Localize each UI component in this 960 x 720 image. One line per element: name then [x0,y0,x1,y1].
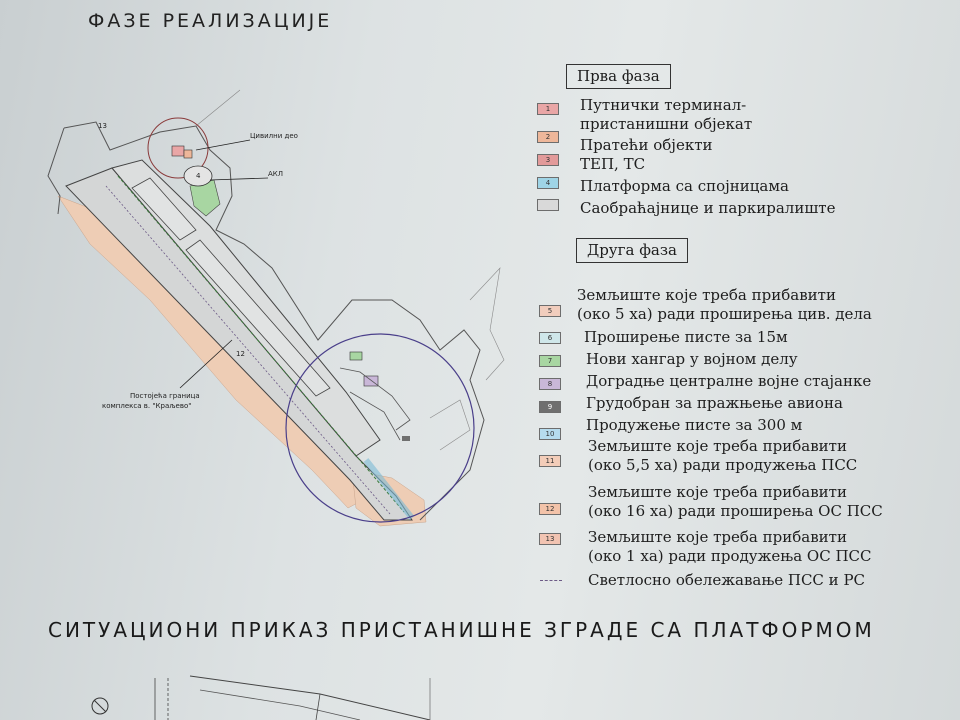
bottom-road [189,675,431,720]
east-road [469,267,505,381]
swatch-1: 1 [537,103,559,115]
legend-item-1: Путнички терминал- пристанишни објекат [580,96,753,133]
military-part-circle [285,333,475,523]
access-road [195,89,241,127]
label-boundary-2: комплекса в. "Краљево" [102,402,192,410]
bottom-plan-partial [91,675,431,720]
military-taxiway-2 [349,391,401,441]
hangar-7 [349,351,363,361]
section-title: СИТУАЦИОНИ ПРИКАЗ ПРИСТАНИШНЕ ЗГРАДЕ СА … [48,618,875,642]
label-12: 12 [236,350,245,358]
runway-strip [65,167,413,521]
road-se [429,399,471,451]
legend-item-11: Земљиште које треба прибавити (око 5,5 х… [588,437,858,474]
leader-akl [209,177,269,181]
legend-item-9: Грудобран за пражњење авиона [586,394,843,412]
legend-item-roads: Саобраћајнице и паркиралиште [580,199,836,217]
swatch-8: 8 [539,378,561,390]
swatch-7: 7 [539,355,561,367]
complex-boundary [63,121,485,521]
label-civil-part: Цивилни део [250,132,298,140]
blast-wall-9 [402,436,410,441]
north-arrow-icon [91,697,109,715]
leader-civil [195,139,251,151]
swatch-11: 11 [539,455,561,467]
complex-boundary-west [47,127,65,215]
taxiway-block-2 [185,239,331,397]
leader-boundary [179,339,233,389]
legend-item-5: Земљиште које треба прибавити (око 5 ха)… [577,286,872,323]
legend-item-7: Нови хангар у војном делу [586,350,798,368]
page-title: ФАЗЕ РЕАЛИЗАЦИЈЕ [88,10,333,32]
swatch-roads [537,199,559,211]
military-taxiway [339,367,411,431]
phase1-header: Прва фаза [566,64,671,89]
legend-item-6: Проширење писте за 15м [584,328,788,346]
swatch-6: 6 [539,332,561,344]
swatch-9: 9 [539,401,561,413]
label-akl: АКЛ [268,170,283,178]
swatch-13: 13 [539,533,561,545]
runway-centerline [117,175,405,513]
legend-item-3: ТЕП, ТС [580,155,646,173]
akl-area [183,165,213,187]
legend-item-4: Платформа са спојницама [580,177,789,195]
legend-item-2: Пратећи објекти [580,136,713,154]
label-4: 4 [196,172,201,180]
legend-item-8: Доградње централне војне стајанке [586,372,872,390]
site-plan: Цивилни део АКЛ Постојећа граница компле… [47,89,505,527]
runway-lights [105,185,391,515]
phase2-header: Друга фаза [576,238,688,263]
swatch-lighting [540,580,562,581]
bottom-road-2 [199,689,361,720]
terminal-building [171,145,185,157]
swatch-3: 3 [537,154,559,166]
swatch-12: 12 [539,503,561,515]
swatch-2: 2 [537,131,559,143]
label-13: 13 [98,122,107,130]
legend-item-10: Продужење писте за 300 м [586,416,803,434]
legend-item-12: Земљиште које треба прибавити (око 16 ха… [588,483,883,520]
legend-item-13: Земљиште које треба прибавити (око 1 ха)… [588,528,872,565]
taxiway-block [131,177,197,241]
swatch-4: 4 [537,177,559,189]
swatch-10: 10 [539,428,561,440]
swatch-5: 5 [539,305,561,317]
extension-10 [363,458,415,520]
legend-item-lighting: Светлосно обележавање ПСС и РС [588,571,866,589]
apron-8 [363,375,379,387]
label-boundary-1: Постојећа граница [130,392,200,400]
support-building [183,149,193,159]
